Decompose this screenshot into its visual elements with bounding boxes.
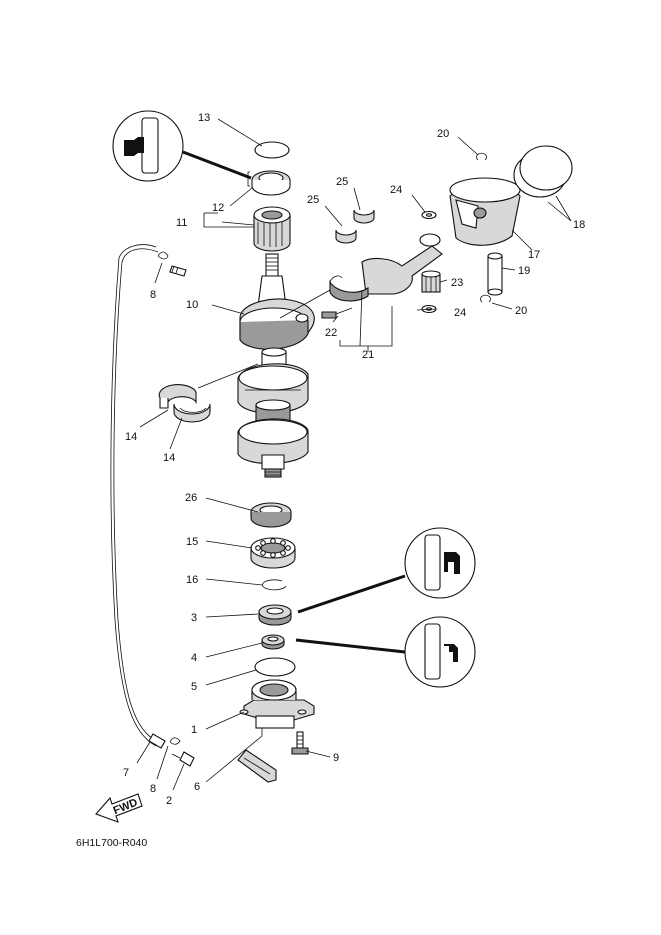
callout-7: 7: [123, 767, 129, 779]
callout-26: 26: [185, 492, 197, 504]
callout-14-a: 14: [125, 431, 137, 443]
callout-6: 6: [194, 781, 200, 793]
callout-24-bottom: 24: [454, 307, 466, 319]
callout-9: 9: [333, 752, 339, 764]
callout-16: 16: [186, 574, 198, 586]
callout-19: 19: [518, 265, 530, 277]
fwd-arrow-icon: FWD: [95, 793, 143, 823]
callout-22: 22: [325, 327, 337, 339]
callout-numbers: 13 12 11 8 10 14 14 26 15 16 3 4 5 1 7 8…: [123, 112, 585, 807]
callout-8-bottom: 8: [150, 783, 156, 795]
callout-23: 23: [451, 277, 463, 289]
callout-4: 4: [191, 652, 197, 664]
bolt-part-9: [291, 731, 309, 755]
leader-lines: [136, 118, 572, 791]
callout-17: 17: [528, 249, 540, 261]
grease-symbol-top: [112, 110, 252, 182]
circlip-part-16: [261, 579, 287, 591]
callout-20-top: 20: [437, 128, 449, 140]
piston-assembly: [449, 145, 573, 303]
callout-20-bottom: 20: [515, 305, 527, 317]
fuel-hose-part-7: [110, 244, 166, 749]
o-ring-part-5: [254, 657, 296, 677]
connecting-rod-assembly: [321, 209, 443, 319]
ball-bearing-part-15: [250, 537, 296, 569]
grease-symbol-middle: [297, 527, 476, 614]
fitting-part-2: [169, 737, 195, 767]
oil-seal-part-3: [258, 604, 292, 626]
callout-14-b: 14: [163, 452, 175, 464]
callout-24-top: 24: [390, 184, 402, 196]
callout-2: 2: [166, 795, 172, 807]
callout-12: 12: [212, 202, 224, 214]
callout-11: 11: [176, 217, 187, 229]
callout-1: 1: [191, 724, 197, 736]
callout-3: 3: [191, 612, 197, 624]
oil-seal-part-12: [251, 170, 291, 196]
grease-symbol-lower: [295, 616, 476, 688]
bearing-part-11: [253, 206, 291, 252]
crankshaft-part-10: [237, 253, 315, 478]
callout-8-top: 8: [150, 289, 156, 301]
callout-13: 13: [198, 112, 210, 124]
seal-ring-part-26: [250, 502, 292, 528]
callout-25-right: 25: [336, 176, 348, 188]
callout-21: 21: [362, 349, 374, 361]
fwd-label: FWD: [112, 797, 140, 818]
plate-part-6: [237, 749, 277, 783]
o-ring-part-13: [254, 141, 290, 159]
callout-15: 15: [186, 536, 198, 548]
oil-seal-part-4: [261, 634, 285, 650]
diagram-code: 6H1L700-R040: [76, 837, 147, 849]
clip-part-8-top: [157, 251, 187, 277]
oil-seal-housing-part-1: [239, 679, 315, 729]
callout-5: 5: [191, 681, 197, 693]
callout-25-left: 25: [307, 194, 319, 206]
callout-18: 18: [573, 219, 585, 231]
bearing-half-part-14: [158, 384, 211, 423]
callout-10: 10: [186, 299, 198, 311]
